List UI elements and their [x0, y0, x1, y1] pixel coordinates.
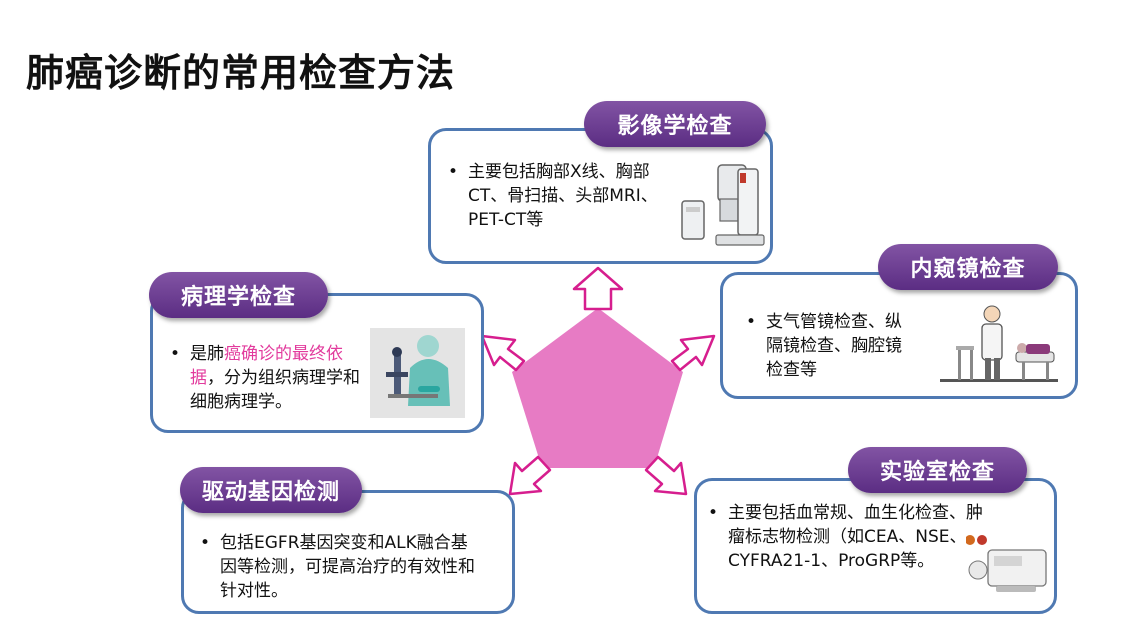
microscope-scientist-icon	[370, 328, 465, 422]
gene-text: •包括EGFR基因突变和ALK融合基因等检测，可提高治疗的有效性和针对性。	[200, 533, 475, 601]
endoscopy-card	[720, 272, 1078, 399]
arrow-lower-left	[508, 455, 552, 496]
center-pentagon	[512, 308, 683, 468]
endoscopy-text: •支气管镜检查、纵隔镜检查、胸腔镜检查等	[746, 312, 902, 380]
arrow-upper-right	[670, 334, 716, 372]
pathology-label: 病理学检查	[149, 272, 328, 318]
doctor-patient-icon	[940, 300, 1058, 389]
gene-label: 驱动基因检测	[180, 467, 362, 513]
arrow-upper-left	[480, 334, 526, 372]
endoscopy-label: 内窥镜检查	[878, 244, 1058, 290]
lab-text: •主要包括血常规、血生化检查、肿瘤标志物检测（如CEA、NSE、CYFRA21-…	[708, 503, 983, 571]
imaging-label: 影像学检查	[584, 101, 766, 147]
arrow-up	[572, 266, 624, 311]
lab-card	[694, 478, 1057, 614]
pathology-highlight: 癌确诊的最终依据	[190, 344, 343, 388]
lab-analyzer-icon	[965, 530, 1052, 600]
page-title: 肺癌诊断的常用检查方法	[26, 51, 456, 95]
xray-machine-icon	[680, 163, 770, 252]
pathology-text: •是肺癌确诊的最终依据，分为组织病理学和细胞病理学。	[170, 344, 360, 412]
imaging-text: •主要包括胸部X线、胸部CT、骨扫描、头部MRI、PET-CT等	[448, 162, 658, 230]
lab-label: 实验室检查	[848, 447, 1027, 493]
arrow-lower-right	[644, 455, 688, 496]
